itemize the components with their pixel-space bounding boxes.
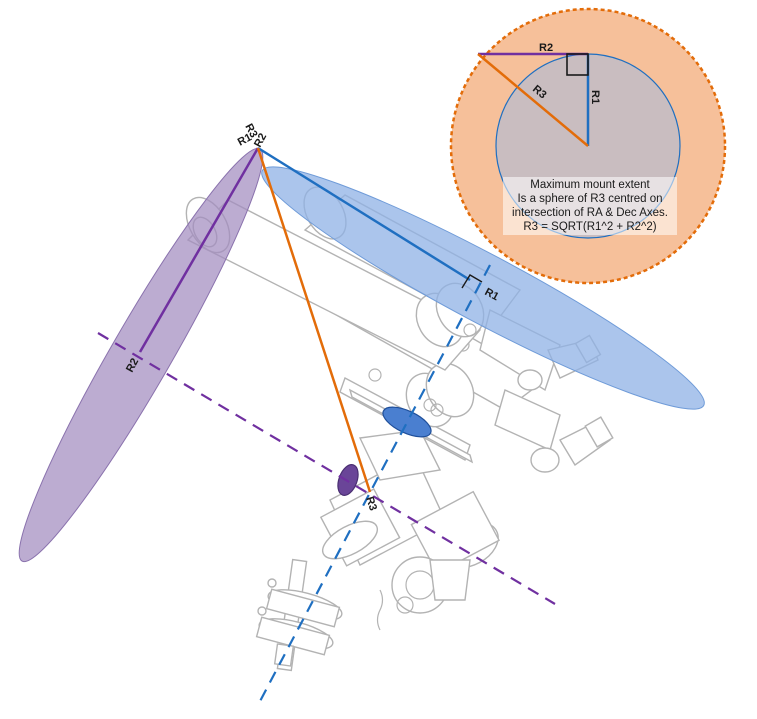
inset-sphere-diagram: R2 R1 R3 Maximum mount extent Is a spher… [449,7,727,285]
inset-note-box [503,177,677,235]
r1-right-angle [461,274,483,289]
r1-line [257,146,471,282]
note-line-2: Is a sphere of R3 centred on [517,193,662,205]
r3-line [256,147,372,493]
inset-r1-label: R1 [589,90,601,104]
mount-head [319,429,500,631]
inset-r3-line [477,53,589,147]
note-line-1: Maximum mount extent [530,179,650,191]
r2-main-label: R2 [124,356,141,374]
note-line-4: R3 = SQRT(R1^2 + R2^2) [523,221,656,233]
r2-tip-label: R2 [252,131,269,149]
inset-r2-label: R2 [539,42,553,54]
r2-line [138,147,260,353]
inset-right-angle [566,53,589,76]
r3-main-label: R3 [363,495,379,512]
r3-tip-label: R3 [242,122,259,140]
note-line-3: intersection of RA & Dec Axes. [512,207,668,219]
counterweight-assembly [255,558,343,672]
dec-axis-line [257,264,491,706]
r1-main-label: R1 [483,286,501,303]
ra-rotation-disc [18,147,264,563]
dec-rotation-disc [261,166,705,410]
ra-axis-line [97,332,556,605]
r1-tip-label: R1 [236,131,254,148]
